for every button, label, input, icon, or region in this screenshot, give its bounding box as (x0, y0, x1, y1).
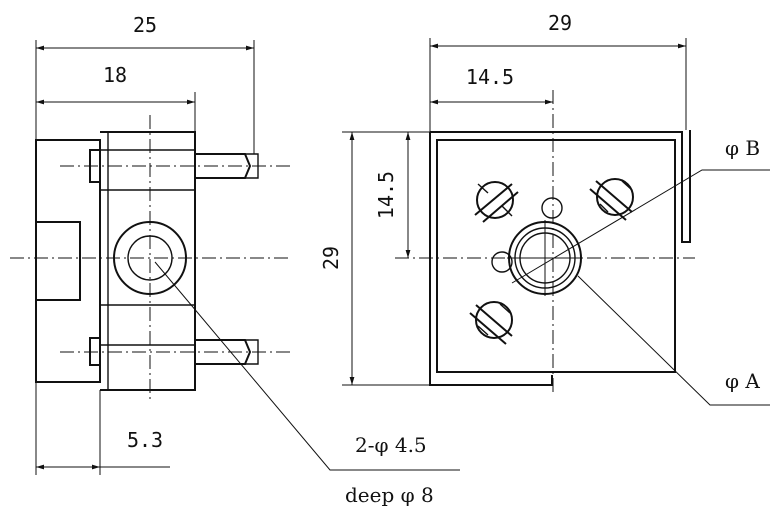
callout-holes: 2-φ 4.5 (355, 433, 427, 457)
dim-29-height: 29 (319, 246, 343, 270)
dim-25: 25 (133, 13, 157, 37)
terminal-screw-3 (469, 301, 513, 345)
side-view: 25 18 5.3 2-φ 4.5 deep φ 8 (10, 13, 460, 507)
dim-29-width: 29 (548, 11, 572, 35)
terminal-screw-2 (589, 178, 634, 221)
terminal-screw-1 (474, 181, 519, 223)
front-view: 29 14.5 29 14.5 φ B φ A (319, 11, 770, 406)
dim-14-5-height: 14.5 (374, 171, 398, 219)
alignment-dot-left (491, 251, 513, 273)
dim-14-5-width: 14.5 (466, 65, 514, 89)
callout-phi-b: φ B (725, 136, 760, 160)
callout-phi-a: φ A (725, 369, 760, 393)
dim-18: 18 (103, 63, 127, 87)
alignment-dot-top (541, 197, 563, 219)
dim-5-3: 5.3 (127, 428, 163, 452)
callout-deep: deep φ 8 (345, 483, 434, 507)
